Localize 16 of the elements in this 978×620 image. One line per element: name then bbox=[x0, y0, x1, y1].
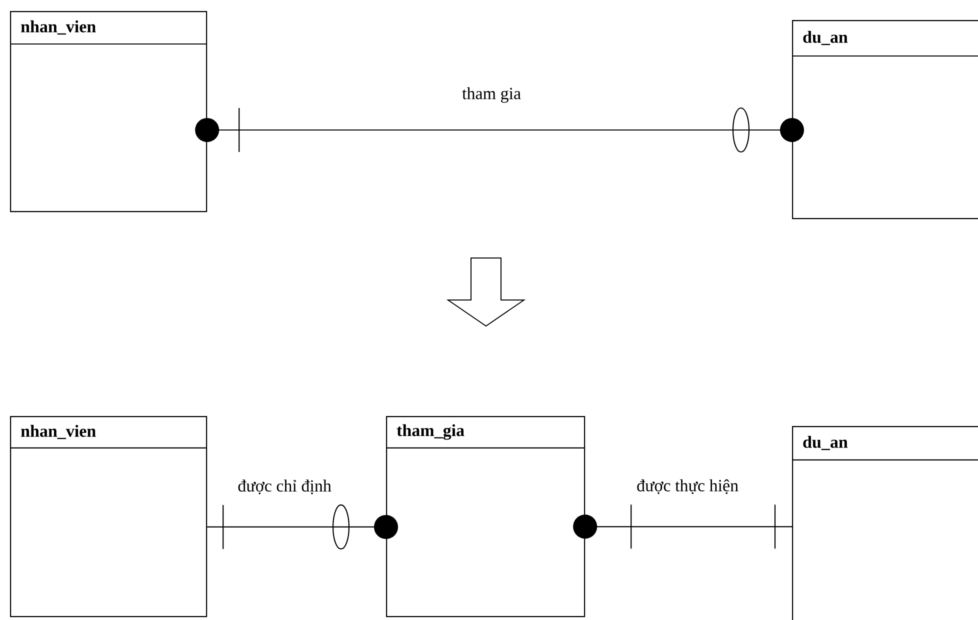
entity-name: du_an bbox=[803, 436, 848, 450]
entity-box bbox=[10, 10, 208, 212]
entity-name: nhan_vien bbox=[21, 424, 96, 440]
entity-box bbox=[386, 416, 586, 618]
entity-name: nhan_vien bbox=[21, 20, 96, 35]
entity-name: du_an bbox=[803, 30, 848, 46]
edge-label: tham gia bbox=[462, 87, 521, 103]
entity-name: tham_gia bbox=[396, 424, 464, 440]
relationship-line bbox=[573, 504, 793, 550]
edge-label: được chỉ định bbox=[238, 480, 332, 494]
entity-box bbox=[10, 416, 208, 618]
relationship-line bbox=[206, 504, 398, 550]
edge-label: được thực hiện bbox=[637, 479, 738, 494]
relationship-line bbox=[195, 107, 804, 153]
entity-box bbox=[792, 20, 978, 220]
entity-box bbox=[792, 426, 978, 620]
